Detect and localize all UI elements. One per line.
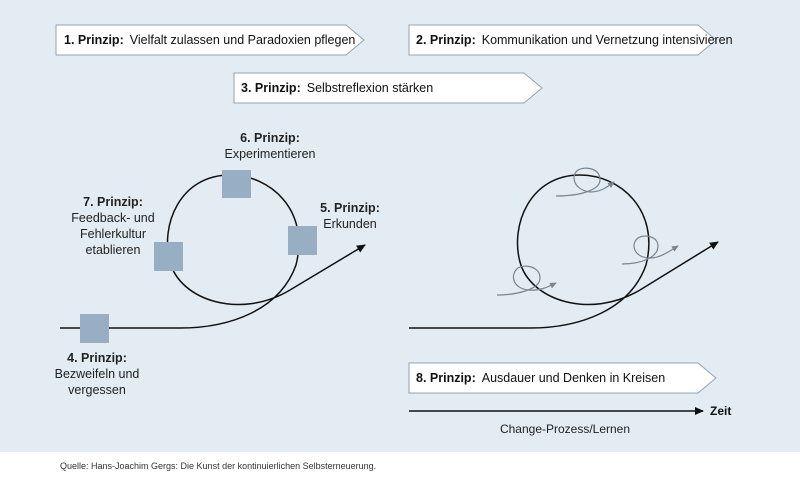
time-axis-label: Zeit: [710, 404, 732, 418]
label-principle-5-text: Erkunden: [323, 217, 377, 231]
square-principle-5: [288, 226, 317, 255]
label-principle-5-title: 5. Prinzip:: [320, 201, 380, 215]
principle-1-title: 1. Prinzip:: [64, 33, 124, 47]
label-principle-7-text: Feedback- und Fehlerkultur etablieren: [71, 211, 155, 257]
principle-2-text: Kommunikation und Vernetzung intensivier…: [481, 33, 733, 47]
principle-1-box: [55, 24, 365, 56]
label-principle-6-text: Experimentieren: [224, 147, 316, 161]
principle-8-box: [408, 362, 717, 394]
source-note: Quelle: Hans-Joachim Gergs: Die Kunst de…: [60, 461, 377, 471]
principle-2-title: 2. Prinzip:: [416, 33, 476, 47]
process-caption: Change-Prozess/Lernen: [499, 422, 631, 436]
small-loop-right: [621, 235, 679, 265]
principle-8-title: 8. Prinzip:: [416, 371, 476, 385]
square-principle-6: [222, 170, 251, 198]
label-principle-4-text: Bezweifeln und vergessen: [54, 367, 140, 397]
principle-1-text: Vielfalt zulassen und Paradoxien pflegen: [129, 33, 356, 47]
square-principle-4: [80, 314, 109, 343]
diagram-artwork: [55, 24, 719, 415]
principle-8-text: Ausdauer und Denken in Kreisen: [481, 371, 666, 385]
principle-1: 1. Prinzip: Vielfalt zulassen und Parado…: [64, 25, 355, 55]
principle-3-box: [233, 72, 543, 104]
diagram-canvas: 1. Prinzip: Vielfalt zulassen und Parado…: [0, 0, 800, 452]
principle-3-text: Selbstreflexion stärken: [306, 81, 434, 95]
label-principle-4-title: 4. Prinzip:: [67, 351, 127, 365]
label-principle-4: 4. Prinzip: Bezweifeln und vergessen: [42, 350, 152, 398]
small-loop-top: [555, 167, 615, 197]
principle-3-title: 3. Prinzip:: [241, 81, 301, 95]
principle-2: 2. Prinzip: Kommunikation und Vernetzung…: [416, 25, 733, 55]
principle-3: 3. Prinzip: Selbstreflexion stärken: [241, 73, 433, 103]
principle-2-box: [408, 24, 717, 56]
label-principle-6: 6. Prinzip: Experimentieren: [210, 130, 330, 162]
label-principle-7: 7. Prinzip: Feedback- und Fehlerkultur e…: [58, 194, 168, 258]
left-loop-arrow: [289, 244, 366, 291]
right-loop-arrow: [639, 241, 719, 291]
label-principle-6-title: 6. Prinzip:: [240, 131, 300, 145]
label-principle-5: 5. Prinzip: Erkunden: [310, 200, 390, 232]
principle-8: 8. Prinzip: Ausdauer und Denken in Kreis…: [416, 363, 665, 393]
square-principle-7: [154, 242, 183, 271]
right-loop-path: [409, 174, 650, 329]
small-loop-left: [496, 265, 557, 296]
label-principle-7-title: 7. Prinzip:: [83, 195, 143, 209]
